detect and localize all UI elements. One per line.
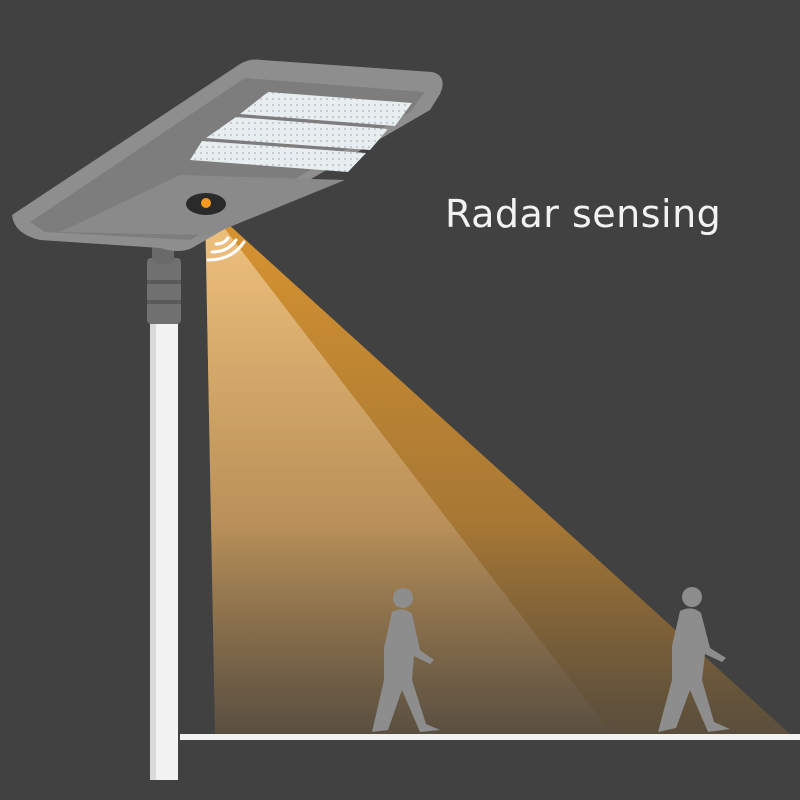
radar-sensing-caption: Radar sensing [445,192,722,236]
ground-line [180,734,800,740]
pedestrian-1 [372,588,440,732]
light-beam-inner [205,203,612,734]
pole-bracket [147,258,181,324]
pedestrian-2 [658,587,730,732]
radar-waves-icon [206,236,246,262]
solar-street-lamp [12,59,443,251]
